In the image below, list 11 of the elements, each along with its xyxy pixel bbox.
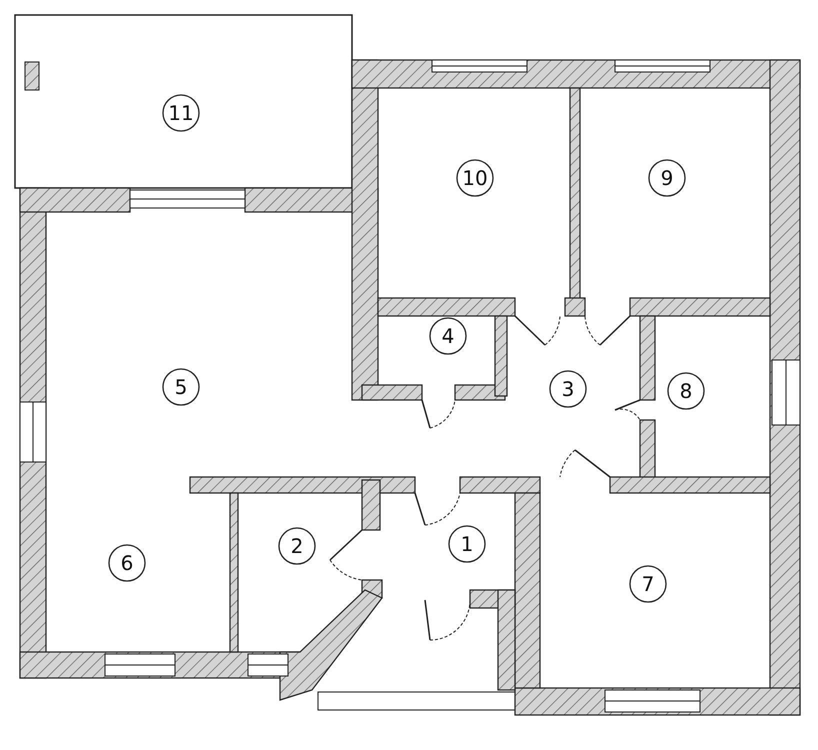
callout-number: 9 — [648, 159, 686, 197]
callout-number: 10 — [456, 159, 494, 197]
callout-number: 1 — [448, 525, 486, 563]
callout-number: 11 — [162, 94, 200, 132]
callout-number: 7 — [629, 565, 667, 603]
callout-number: 6 — [108, 544, 146, 582]
callout-number: 4 — [429, 317, 467, 355]
callout-number: 8 — [667, 372, 705, 410]
callout-number: 5 — [162, 368, 200, 406]
callout-number: 3 — [549, 370, 587, 408]
callout-number: 2 — [278, 527, 316, 565]
